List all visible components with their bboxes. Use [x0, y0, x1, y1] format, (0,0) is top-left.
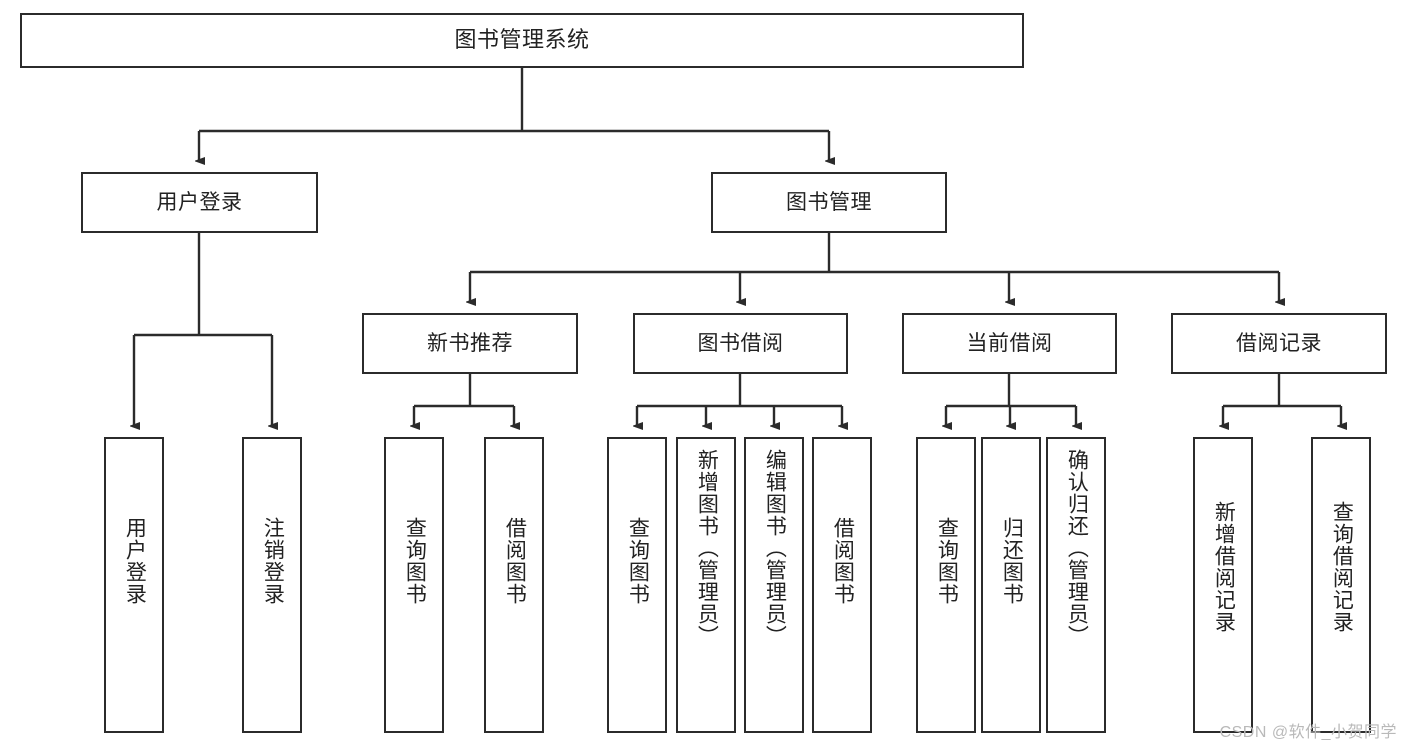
leaf-borrow-borrow-book-label: 借阅图书	[831, 517, 855, 605]
leaf-current-query-book-label: 查询图书	[935, 517, 959, 605]
leaf-logout-label: 注销登录	[261, 517, 285, 605]
node-current-borrow[interactable]: 当前借阅	[902, 313, 1117, 374]
leaf-user-login[interactable]: 用户登录	[104, 437, 164, 733]
leaf-current-confirm-return-label: 确认归还（管理员）	[1065, 449, 1089, 647]
watermark-text: CSDN @软件_小贺同学	[1219, 724, 1397, 741]
leaf-borrow-edit-book-label: 编辑图书（管理员）	[763, 449, 787, 647]
node-book-borrow-label: 图书借阅	[697, 331, 784, 355]
node-borrow-record-label: 借阅记录	[1236, 331, 1322, 355]
leaf-borrow-query-book[interactable]: 查询图书	[607, 437, 667, 733]
node-user-login[interactable]: 用户登录	[81, 172, 318, 233]
leaf-borrow-add-book[interactable]: 新增图书（管理员）	[676, 437, 736, 733]
leaf-record-query-label: 查询借阅记录	[1330, 501, 1354, 633]
leaf-user-login-label: 用户登录	[123, 517, 147, 605]
leaf-record-add[interactable]: 新增借阅记录	[1193, 437, 1253, 733]
leaf-current-return-book[interactable]: 归还图书	[981, 437, 1041, 733]
leaf-borrow-edit-book[interactable]: 编辑图书（管理员）	[744, 437, 804, 733]
leaf-borrow-add-book-label: 新增图书（管理员）	[695, 449, 719, 647]
leaf-borrow-query-book-label: 查询图书	[626, 517, 650, 605]
leaf-recommend-borrow-book-label: 借阅图书	[503, 517, 527, 605]
leaf-current-return-book-label: 归还图书	[1000, 517, 1024, 605]
node-new-book-recommend-label: 新书推荐	[427, 331, 513, 355]
node-new-book-recommend[interactable]: 新书推荐	[362, 313, 578, 374]
node-current-borrow-label: 当前借阅	[966, 331, 1053, 355]
node-root[interactable]: 图书管理系统	[20, 13, 1024, 68]
node-book-management[interactable]: 图书管理	[711, 172, 947, 233]
node-book-borrow[interactable]: 图书借阅	[633, 313, 848, 374]
node-book-management-label: 图书管理	[786, 190, 872, 214]
leaf-recommend-borrow-book[interactable]: 借阅图书	[484, 437, 544, 733]
leaf-recommend-query-book[interactable]: 查询图书	[384, 437, 444, 733]
leaf-current-query-book[interactable]: 查询图书	[916, 437, 976, 733]
node-borrow-record[interactable]: 借阅记录	[1171, 313, 1387, 374]
node-root-label: 图书管理系统	[454, 27, 590, 53]
leaf-record-query[interactable]: 查询借阅记录	[1311, 437, 1371, 733]
leaf-record-add-label: 新增借阅记录	[1212, 501, 1236, 633]
node-user-login-label: 用户登录	[156, 190, 243, 214]
leaf-logout[interactable]: 注销登录	[242, 437, 302, 733]
leaf-recommend-query-book-label: 查询图书	[403, 517, 427, 605]
leaf-current-confirm-return[interactable]: 确认归还（管理员）	[1046, 437, 1106, 733]
leaf-borrow-borrow-book[interactable]: 借阅图书	[812, 437, 872, 733]
